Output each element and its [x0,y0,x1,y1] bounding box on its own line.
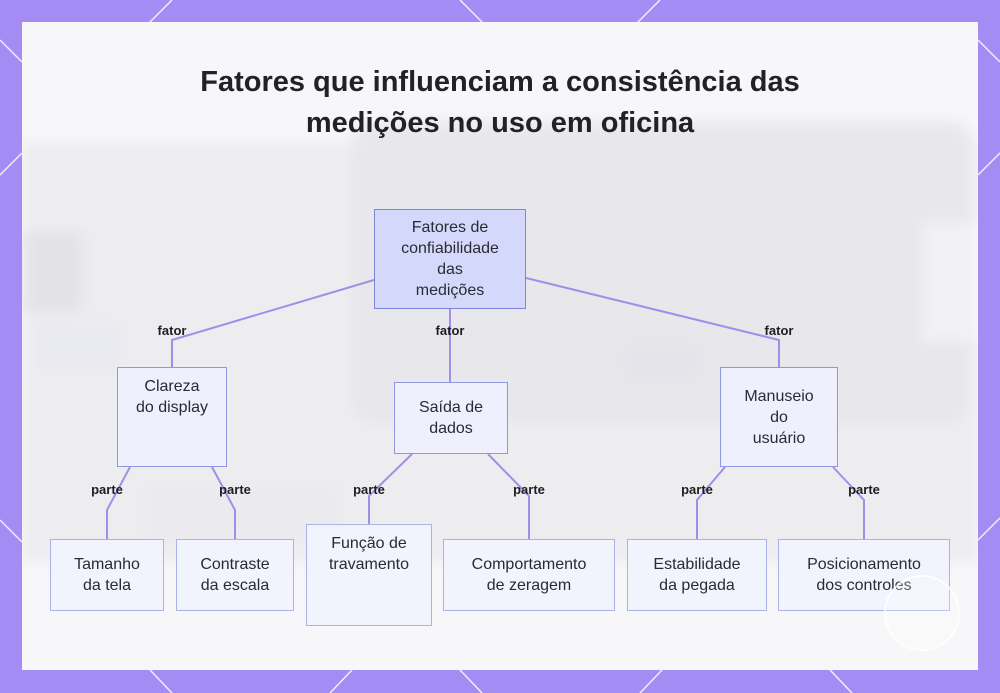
node-label-saida: Saída de dados [419,397,483,439]
edge-root-clareza [172,280,374,367]
edge-label-manuseio-estabilidade: parte [681,482,713,497]
node-label-estabilidade: Estabilidade da pegada [653,554,740,596]
edge-label-saida-travamento: parte [353,482,385,497]
node-contraste: Contraste da escala [176,539,294,611]
edge-manuseio-posicionamento [833,467,864,539]
node-root: Fatores de confiabilidade das medições [374,209,526,309]
node-zeragem: Comportamento de zeragem [443,539,615,611]
edge-label-saida-zeragem: parte [513,482,545,497]
node-estabilidade: Estabilidade da pegada [627,539,767,611]
edge-root-manuseio [526,278,779,367]
node-label-zeragem: Comportamento de zeragem [472,554,587,596]
node-label-contraste: Contraste da escala [200,554,269,596]
edge-label-root-manuseio: fator [765,323,794,338]
node-label-root: Fatores de confiabilidade das medições [401,217,499,301]
node-manuseio: Manuseio do usuário [720,367,838,467]
edge-label-root-clareza: fator [158,323,187,338]
node-clareza: Clareza do display [117,367,227,467]
node-label-manuseio: Manuseio do usuário [744,386,813,449]
node-label-clareza: Clareza do display [136,376,208,418]
edge-clareza-tamanho [107,467,130,539]
edge-label-clareza-contraste: parte [219,482,251,497]
edge-label-clareza-tamanho: parte [91,482,123,497]
edge-label-root-saida: fator [436,323,465,338]
diagram-card: Fatores que influenciam a consistência d… [22,22,978,670]
edge-label-manuseio-posicionamento: parte [848,482,880,497]
node-label-travamento: Função de travamento [329,533,409,575]
edge-manuseio-estabilidade [697,467,725,539]
node-travamento: Função de travamento [306,524,432,626]
edge-clareza-contraste [212,467,235,539]
logo-badge [884,575,960,651]
node-label-tamanho: Tamanho da tela [74,554,140,596]
node-saida: Saída de dados [394,382,508,454]
node-tamanho: Tamanho da tela [50,539,164,611]
